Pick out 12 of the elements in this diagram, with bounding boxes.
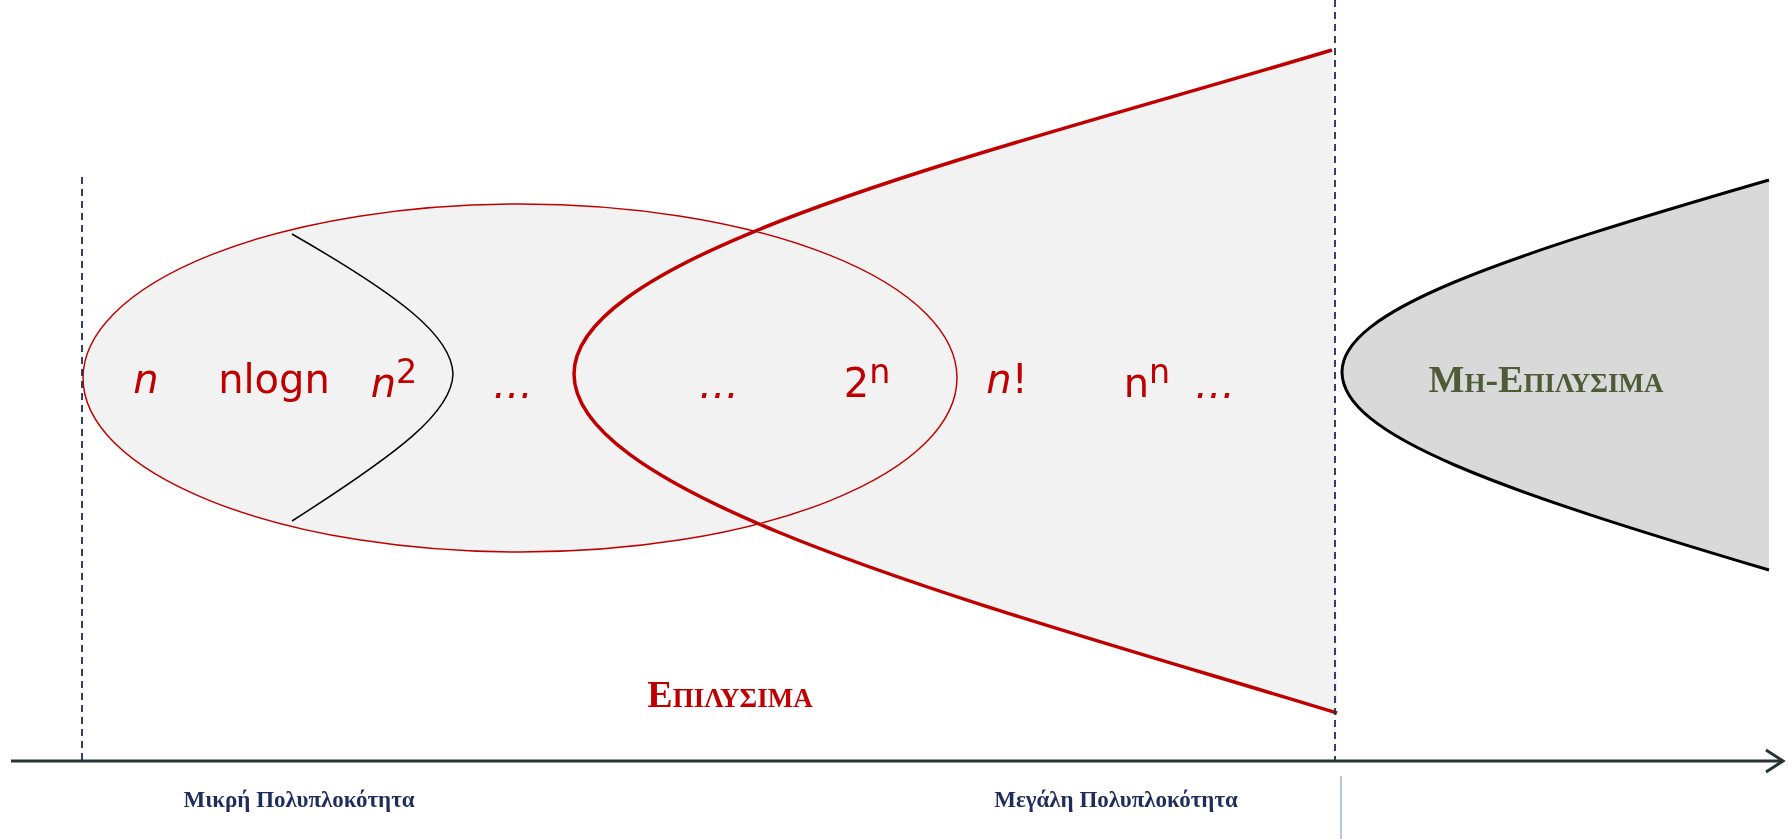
ellipsis: …	[1195, 364, 1235, 404]
complexity-term: n	[133, 359, 159, 399]
region-title: Μη-Επιλυσιμα	[1428, 360, 1664, 398]
region-title: Επιλυσιμα	[647, 675, 813, 713]
ellipsis: …	[699, 364, 739, 404]
ellipsis: …	[493, 364, 533, 404]
complexity-term: n$^{2}$	[370, 354, 418, 404]
axis-label: Μεγάλη Πολυπλοκότητα	[994, 787, 1238, 811]
complexity-term: n!	[986, 359, 1028, 399]
axis-label: Μικρή Πολυπλοκότητα	[183, 787, 415, 811]
complexity-term: n$^{n}$	[1123, 354, 1171, 404]
complexity-term: 2$^{n}$	[843, 354, 891, 404]
